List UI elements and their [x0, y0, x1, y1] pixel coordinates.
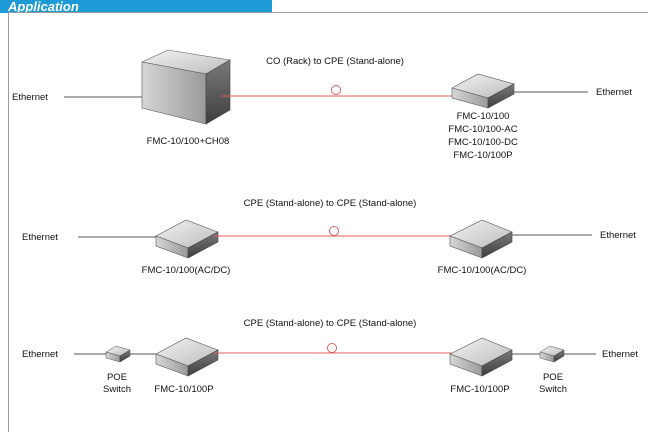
section-1-right-device-label-1: FMC-10/100: [457, 111, 510, 122]
section-2-right-ethernet-label: Ethernet: [600, 230, 636, 241]
section-1-right-device-label-4: FMC-10/100P: [453, 150, 512, 161]
section-1-right-ethernet-label: Ethernet: [596, 87, 632, 98]
section-3-right-switch-label-2: Switch: [539, 384, 567, 395]
section-2-fiber-loop-icon: [329, 226, 339, 236]
section-3-right-ethernet-label: Ethernet: [602, 349, 638, 360]
section-2-left-device-label: FMC-10/100(AC/DC): [142, 265, 231, 276]
section-3-fiber-loop-icon: [327, 343, 337, 353]
section-2-title: CPE (Stand-alone) to CPE (Stand-alone): [244, 198, 417, 209]
section-3-left-device-label: FMC-10/100P: [154, 384, 213, 395]
section-1-standalone-unit-icon: [451, 73, 515, 109]
section-1-rack-chassis-icon: [141, 49, 231, 125]
section-2-right-device-label: FMC-10/100(AC/DC): [438, 265, 527, 276]
section-3-right-device-label: FMC-10/100P: [450, 384, 509, 395]
diagram-frame: [8, 12, 648, 432]
section-1-left-ethernet-label: Ethernet: [12, 92, 48, 103]
section-1-title: CO (Rack) to CPE (Stand-alone): [266, 56, 404, 67]
section-1-right-device-label-3: FMC-10/100-DC: [448, 137, 518, 148]
section-2-left-unit-icon: [155, 219, 219, 259]
section-3-right-switch-label-1: POE: [543, 372, 563, 383]
section-3-right-poe-switch-icon: [539, 345, 565, 363]
section-1-left-device-label: FMC-10/100+CH08: [147, 136, 230, 147]
section-3-left-unit-icon: [155, 337, 219, 377]
section-1-fiber-loop-icon: [331, 85, 341, 95]
section-3-left-switch-label-1: POE: [107, 372, 127, 383]
section-3-left-ethernet-label: Ethernet: [22, 349, 58, 360]
section-2-left-ethernet-label: Ethernet: [22, 232, 58, 243]
section-3-right-unit-icon: [449, 337, 513, 377]
section-2-right-unit-icon: [449, 219, 513, 259]
section-3-left-poe-switch-icon: [105, 345, 131, 363]
header-tab: Application: [0, 0, 272, 13]
section-3-title: CPE (Stand-alone) to CPE (Stand-alone): [244, 318, 417, 329]
section-1-right-device-label-2: FMC-10/100-AC: [448, 124, 517, 135]
section-3-left-switch-label-2: Switch: [103, 384, 131, 395]
